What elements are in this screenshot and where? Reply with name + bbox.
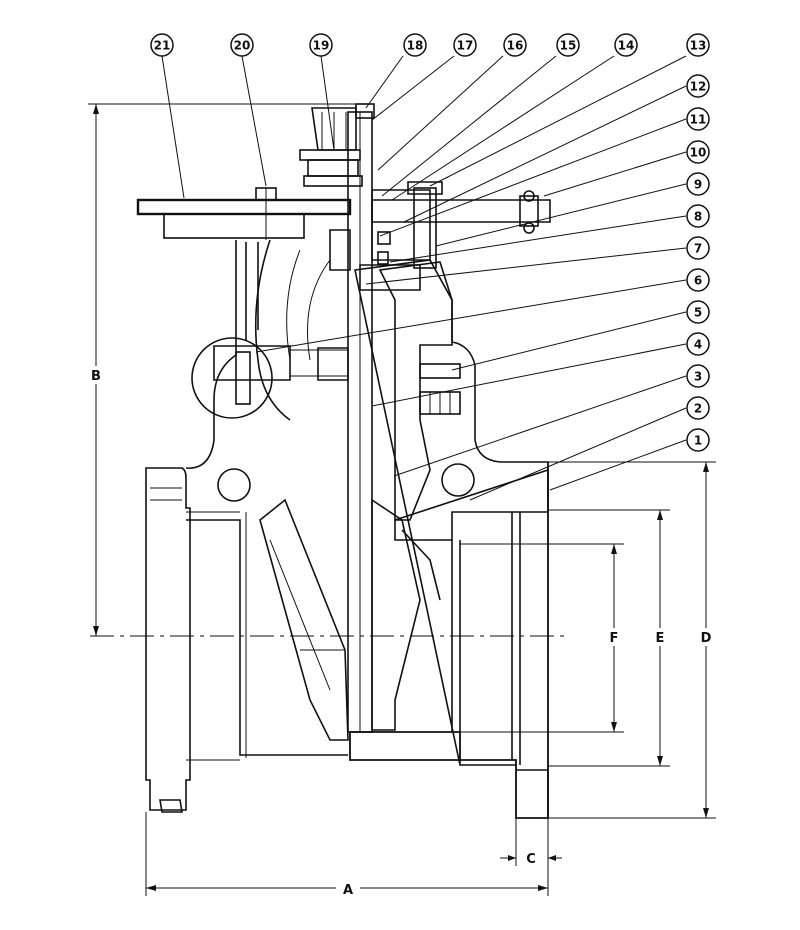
stem [347,103,375,733]
svg-text:2: 2 [694,402,702,416]
dimension-label-f: F [610,631,619,646]
svg-text:10: 10 [690,146,707,160]
svg-text:21: 21 [154,39,171,53]
svg-text:3: 3 [694,370,702,384]
balloon-7: 7 [686,236,710,260]
balloon-5: 5 [686,300,710,324]
dimension-label-c: C [526,852,536,867]
leader-lines [161,55,687,501]
svg-text:20: 20 [234,39,251,53]
svg-text:4: 4 [694,338,702,352]
svg-text:17: 17 [457,39,474,53]
balloon-20: 20 [230,33,254,57]
balloon-3: 3 [686,364,710,388]
svg-text:18: 18 [407,39,424,53]
balloon-21: 21 [150,33,174,57]
wedge-right [371,498,421,731]
part-balloons: 21 20 19 18 17 16 15 14 [150,33,710,452]
balloon-6: 6 [686,268,710,292]
balloon-16: 16 [503,33,527,57]
svg-text:8: 8 [694,210,702,224]
balloon-14: 14 [614,33,638,57]
balloon-15: 15 [556,33,580,57]
top-plate [136,187,551,240]
bolt-hole-right [441,463,475,497]
svg-text:12: 12 [690,80,707,94]
detail-circle [191,337,349,419]
svg-text:11: 11 [690,113,707,127]
inlet-flange [145,467,191,811]
balloon-18: 18 [403,33,427,57]
balloon-17: 17 [453,33,477,57]
svg-text:1: 1 [694,434,702,448]
balloon-2: 2 [686,396,710,420]
svg-text:14: 14 [618,39,635,53]
svg-text:16: 16 [507,39,524,53]
operating-nut [299,107,363,187]
thrust-collar [419,363,461,415]
balloon-12: 12 [686,74,710,98]
svg-text:19: 19 [313,39,330,53]
svg-text:6: 6 [694,274,702,288]
balloon-4: 4 [686,332,710,356]
stuffing-box [329,181,443,291]
svg-text:5: 5 [694,306,702,320]
balloon-1: 1 [686,428,710,452]
svg-text:13: 13 [690,39,707,53]
dimension-label-d: D [701,631,712,646]
valve-body [145,239,549,819]
svg-text:9: 9 [694,178,702,192]
balloon-8: 8 [686,204,710,228]
svg-text:7: 7 [694,242,702,256]
body-right-section [349,259,549,819]
dimension-label-e: E [656,631,665,646]
balloon-10: 10 [686,140,710,164]
balloon-9: 9 [686,172,710,196]
dimension-label-a: A [343,883,353,898]
dimension-label-b: B [91,369,101,384]
body-left-outline [185,240,348,756]
balloon-11: 11 [686,107,710,131]
balloon-13: 13 [686,33,710,57]
svg-text:15: 15 [560,39,577,53]
drain-plug [159,799,183,813]
balloon-19: 19 [309,33,333,57]
bolt-hole-left [217,468,251,502]
wedge-left [259,498,349,741]
